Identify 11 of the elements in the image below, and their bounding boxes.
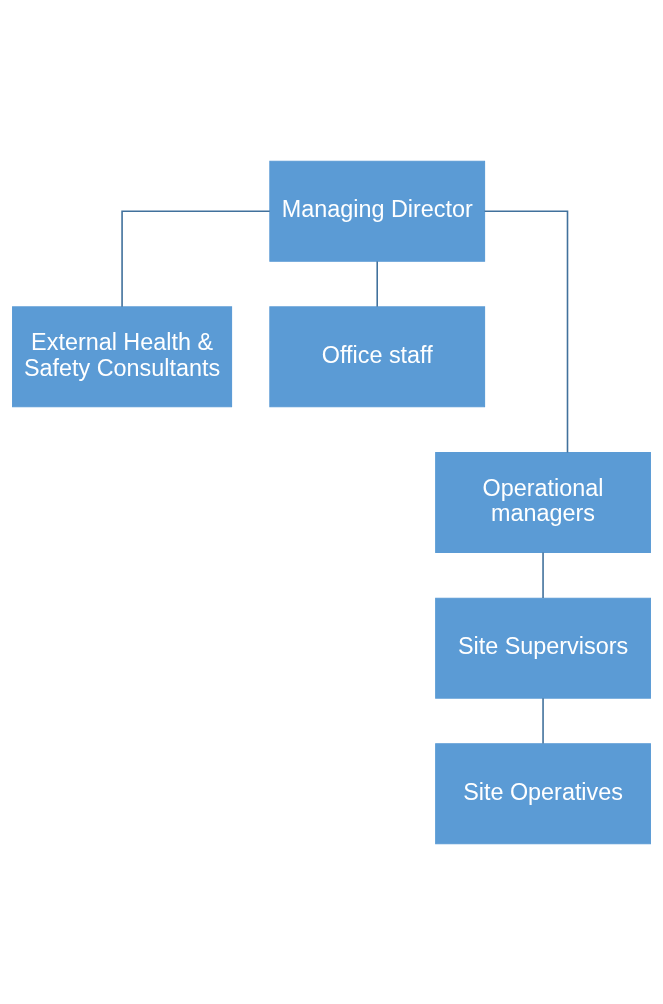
node-box: Operational managers <box>435 451 651 553</box>
node-box: Office staff <box>269 305 486 407</box>
connector <box>483 209 569 453</box>
connector <box>542 551 544 599</box>
connector <box>542 696 544 744</box>
node-box: External Health & Safety Consultants <box>12 305 233 407</box>
node-box: Site Supervisors <box>435 597 651 699</box>
connector <box>376 260 378 307</box>
node-box: Site Operatives <box>435 742 651 844</box>
node-box: Managing Director <box>269 160 486 262</box>
connector <box>121 209 271 308</box>
